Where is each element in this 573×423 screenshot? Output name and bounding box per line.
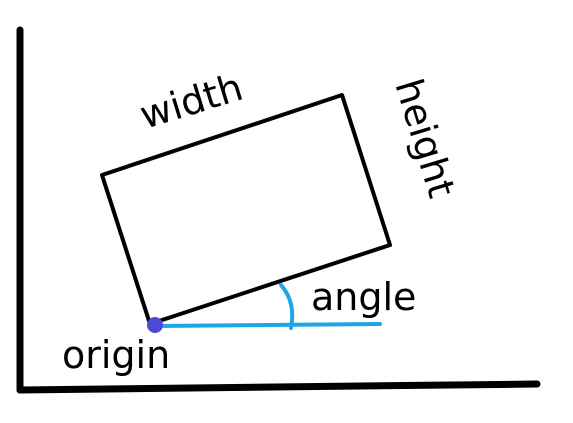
origin-label: origin: [62, 333, 170, 377]
width-label: width: [135, 65, 248, 138]
height-label: height: [386, 74, 463, 203]
origin-dot: [147, 317, 163, 333]
angle-label: angle: [311, 275, 416, 319]
angle-baseline: [154, 322, 382, 328]
x-axis: [16, 380, 541, 394]
rectangle: [100, 93, 392, 326]
angle-arc: [279, 283, 295, 330]
